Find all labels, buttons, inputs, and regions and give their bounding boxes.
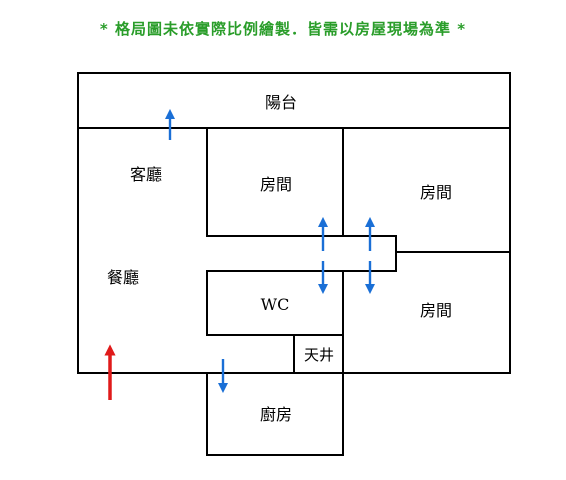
walls	[77, 72, 511, 456]
room-label-bedroom-1: 房間	[260, 175, 292, 194]
room-label-kitchen: 廚房	[260, 405, 292, 424]
bedroom-1-wall	[206, 128, 343, 237]
room-label-dining-room: 餐廳	[107, 268, 139, 287]
room-label-light-well: 天井	[304, 346, 334, 364]
door-arrows	[164, 108, 376, 394]
room-label-bedroom-3: 房間	[420, 301, 452, 320]
kitchen-wall	[206, 373, 344, 456]
room-label-bedroom-2: 房間	[420, 183, 452, 202]
outer-wall	[77, 72, 511, 374]
room-label-balcony: 陽台	[265, 93, 297, 112]
light-well-wall	[293, 334, 343, 373]
disclaimer-note: * 格局圖未依實際比例繪製．皆需以房屋現場為準 *	[99, 20, 467, 38]
room-label-living-room: 客廳	[130, 165, 162, 184]
room-label-wc: WC	[261, 295, 290, 314]
